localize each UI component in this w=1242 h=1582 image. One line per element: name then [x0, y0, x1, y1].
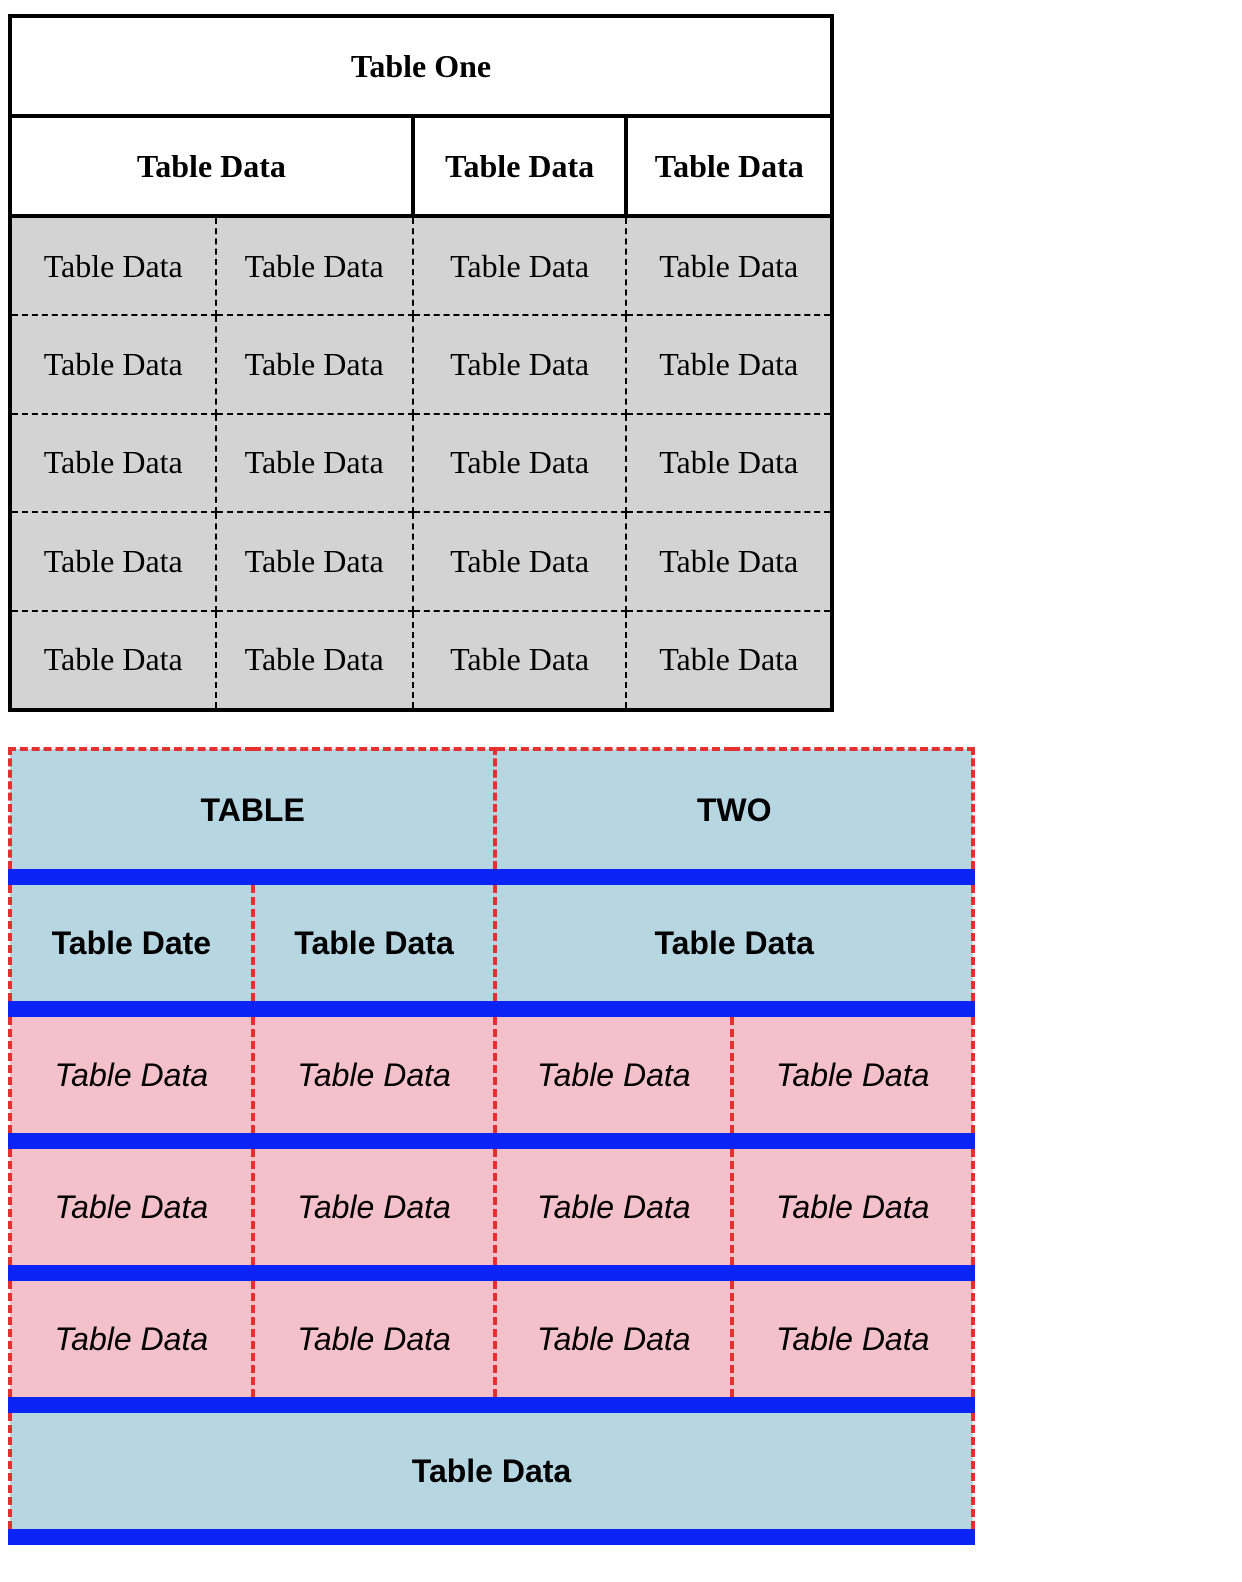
- table-two-header-cell: Table Data: [250, 869, 498, 1009]
- table-cell: Table Data: [625, 314, 834, 415]
- table-row: Table Data Table Data Table Data Table D…: [8, 511, 834, 612]
- table-two-title-row: TABLE TWO: [7, 747, 975, 877]
- table-cell: Table Data: [625, 609, 834, 713]
- table-two-header-row: Table Date Table Data Table Data: [8, 869, 975, 1009]
- table-two-header-cell: Table Date: [8, 869, 255, 1009]
- table-cell: Table Data: [625, 412, 834, 514]
- table-one-header-cell: Table Data: [624, 114, 834, 218]
- table-cell: Table Data: [493, 1133, 735, 1273]
- table-two: TABLE TWO Table Date Table Data Table Da…: [7, 747, 975, 1545]
- table-cell: Table Data: [411, 314, 628, 415]
- table-cell: Table Data: [214, 511, 414, 612]
- table-one-header-cell: Table Data: [410, 114, 629, 218]
- table-two-footer-row: Table Data: [8, 1397, 975, 1545]
- table-cell: Table Data: [214, 314, 414, 415]
- table-cell: Table Data: [411, 213, 628, 317]
- table-row: Table Data Table Data Table Data Table D…: [8, 1001, 975, 1141]
- table-cell: Table Data: [8, 314, 217, 415]
- table-cell: Table Data: [8, 1001, 255, 1141]
- table-row: Table Data Table Data Table Data Table D…: [8, 609, 834, 713]
- table-cell: Table Data: [250, 1265, 498, 1405]
- table-cell: Table Data: [493, 1001, 735, 1141]
- table-row: Table Data Table Data Table Data Table D…: [8, 1133, 975, 1273]
- table-one: Table One Table Data Table Data Table Da…: [8, 14, 834, 713]
- table-one-header-row: Table Data Table Data Table Data: [8, 114, 834, 218]
- table-two-title-left: TABLE: [7, 747, 498, 877]
- table-cell: Table Data: [730, 1133, 975, 1273]
- table-cell: Table Data: [214, 609, 414, 713]
- table-cell: Table Data: [250, 1001, 498, 1141]
- table-cell: Table Data: [8, 1133, 255, 1273]
- table-row: Table Data Table Data Table Data Table D…: [8, 412, 834, 514]
- table-cell: Table Data: [493, 1265, 735, 1405]
- table-two-title-right: TWO: [493, 747, 975, 877]
- table-cell: Table Data: [625, 213, 834, 317]
- table-cell: Table Data: [625, 511, 834, 612]
- table-cell: Table Data: [214, 213, 414, 317]
- table-one-title-row: Table One: [8, 14, 834, 118]
- table-cell: Table Data: [8, 213, 217, 317]
- table-row: Table Data Table Data Table Data Table D…: [8, 1265, 975, 1405]
- table-cell: Table Data: [214, 412, 414, 514]
- table-cell: Table Data: [730, 1001, 975, 1141]
- table-cell: Table Data: [8, 412, 217, 514]
- table-cell: Table Data: [250, 1133, 498, 1273]
- table-cell: Table Data: [8, 511, 217, 612]
- table-cell: Table Data: [8, 1265, 255, 1405]
- table-cell: Table Data: [411, 609, 628, 713]
- table-cell: Table Data: [411, 511, 628, 612]
- table-row: Table Data Table Data Table Data Table D…: [8, 314, 834, 415]
- table-cell: Table Data: [8, 609, 217, 713]
- table-two-header-cell: Table Data: [493, 869, 975, 1009]
- table-two-footer-cell: Table Data: [8, 1397, 975, 1545]
- table-cell: Table Data: [730, 1265, 975, 1405]
- table-cell: Table Data: [411, 412, 628, 514]
- table-one-header-cell: Table Data: [8, 114, 415, 218]
- table-row: Table Data Table Data Table Data Table D…: [8, 213, 834, 317]
- table-one-title: Table One: [8, 14, 834, 118]
